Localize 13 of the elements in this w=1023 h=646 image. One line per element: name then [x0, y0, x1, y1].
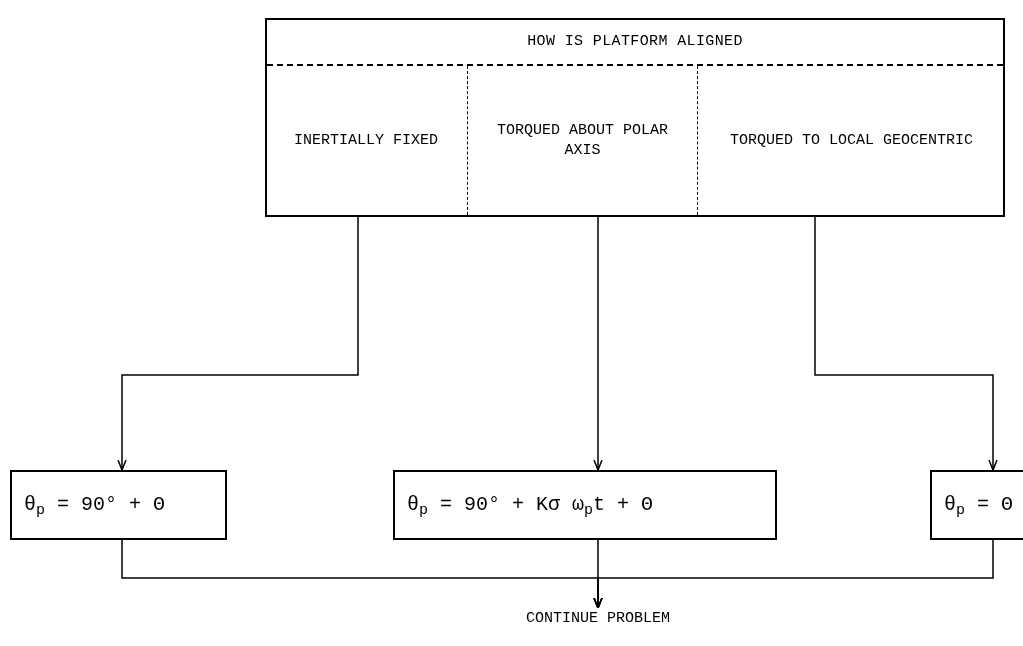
- option-cell: INERTIALLY FIXED: [265, 66, 467, 215]
- formula-box: θ$_{p}$ = 90° + Kσ ω$_{p}$t + Θ: [393, 470, 777, 540]
- arrow: [593, 216, 603, 471]
- formula-box: θ$_{p}$ = 90° + Θ: [10, 470, 227, 540]
- formula-box: θ$_{p}$ = Θ: [930, 470, 1023, 540]
- table-heading: HOW IS PLATFORM ALIGNED: [527, 31, 743, 52]
- decision-table: [265, 18, 1005, 217]
- end-text: CONTINUE PROBLEM: [498, 608, 698, 630]
- option-cell: TORQUED ABOUT POLAR AXIS: [467, 66, 697, 215]
- arrow: [117, 216, 359, 471]
- arrow: [593, 539, 994, 609]
- arrow: [814, 216, 998, 471]
- option-cell: TORQUED TO LOCAL GEOCENTRIC: [697, 66, 1005, 215]
